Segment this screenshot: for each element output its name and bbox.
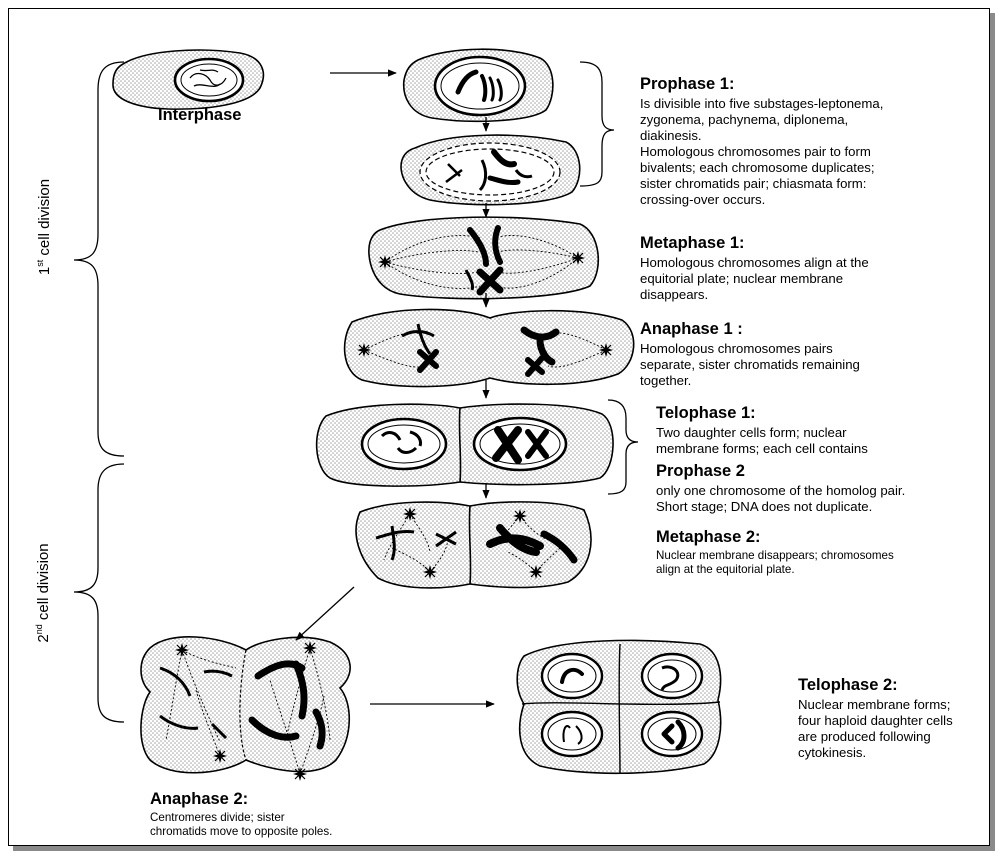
- first-cell-division-label: 1st cell division: [35, 178, 53, 276]
- cell-telophase2: [516, 639, 722, 775]
- anaphase2-title: Anaphase 2:: [150, 790, 249, 808]
- cell-metaphase2: [355, 501, 592, 589]
- prophase2-text: only one chromosome of the homolog pair.…: [656, 482, 906, 514]
- telophase2-block: Telophase 2: Nuclear membrane forms;four…: [798, 676, 953, 761]
- cell-anaphase1: [343, 308, 635, 388]
- metaphase2-block: Metaphase 2: Nuclear membrane disappears…: [656, 528, 894, 577]
- telophase1-block: Telophase 1: Two daughter cells form; nu…: [656, 404, 868, 457]
- cell-metaphase1: [368, 216, 600, 300]
- cell-prophase1-late: [400, 134, 581, 206]
- prophase1-text: Is divisible into five substages-leptone…: [640, 95, 884, 208]
- second-cell-division-label: 2nd cell division: [34, 543, 52, 643]
- prophase2-title: Prophase 2: [656, 462, 745, 480]
- telophase1-title: Telophase 1:: [656, 404, 756, 422]
- interphase-label: Interphase: [158, 106, 242, 124]
- cell-interphase: [112, 49, 265, 110]
- metaphase2-title: Metaphase 2:: [656, 528, 761, 546]
- cell-anaphase2: [140, 636, 351, 782]
- metaphase2-text: Nuclear membrane disappears; chromosomes…: [656, 548, 894, 576]
- prophase1-block: Prophase 1: Is divisible into five subst…: [640, 75, 883, 208]
- flow-arrows: [295, 69, 495, 708]
- brace-telophase1: [607, 399, 639, 495]
- telophase2-text: Nuclear membrane forms;four haploid daug…: [798, 696, 953, 761]
- anaphase1-title: Anaphase 1 :: [640, 320, 743, 338]
- cell-telophase1: [315, 403, 614, 487]
- prophase1-title: Prophase 1:: [640, 75, 735, 93]
- prophase2-block: Prophase 2 only one chromosome of the ho…: [656, 462, 905, 515]
- brace-second-division: [73, 463, 125, 723]
- metaphase1-title: Metaphase 1:: [640, 234, 745, 252]
- brace-prophase1: [579, 61, 615, 187]
- brace-first-division: [73, 61, 125, 457]
- telophase2-title: Telophase 2:: [798, 676, 898, 694]
- cell-prophase1-early: [402, 48, 554, 123]
- anaphase1-block: Anaphase 1 : Homologous chromosomes pair…: [640, 320, 860, 389]
- metaphase1-block: Metaphase 1: Homologous chromosomes alig…: [640, 234, 869, 303]
